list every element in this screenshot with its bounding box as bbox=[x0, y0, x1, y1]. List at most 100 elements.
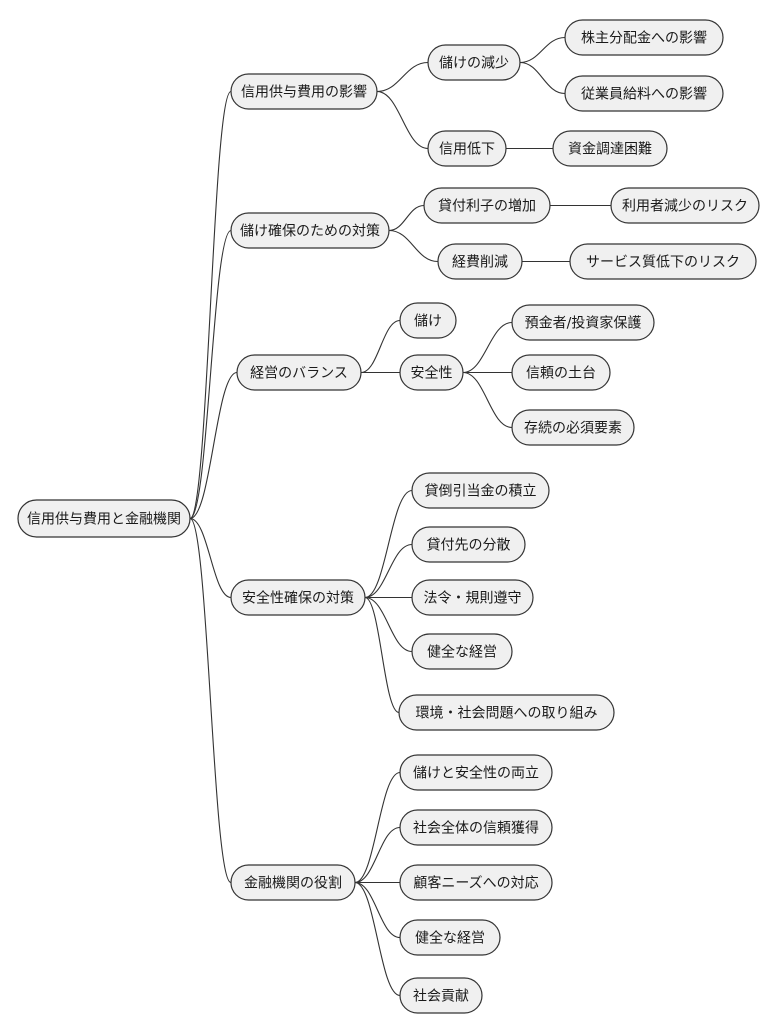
node-shape bbox=[399, 809, 553, 846]
mindmap-edge bbox=[189, 371, 238, 520]
mindmap-node[interactable]: 環境・社会問題への取り組み bbox=[398, 694, 615, 731]
mindmap-edge bbox=[354, 771, 401, 884]
node-label: 環境・社会問題への取り組み bbox=[416, 706, 598, 722]
node-shape bbox=[398, 694, 615, 731]
mindmap-node[interactable]: 信用低下 bbox=[427, 130, 507, 167]
node-shape bbox=[411, 526, 526, 563]
mindmap-node[interactable]: 信頼の土台 bbox=[511, 354, 611, 391]
node-layer: 信用供与費用と金融機関 信用供与費用の影響 儲けの減少 株主分配金への影響従業員給料へ… bbox=[17, 19, 760, 1014]
node-label: 安全性確保の対策 bbox=[242, 590, 354, 607]
mindmap-node[interactable]: 儲けの減少 bbox=[427, 44, 521, 81]
node-label: 信用低下 bbox=[439, 142, 495, 158]
mindmap-edge bbox=[462, 321, 513, 374]
node-shape bbox=[411, 579, 534, 616]
node-shape bbox=[399, 919, 501, 956]
node-label: 信用供与費用と金融機関 bbox=[27, 512, 181, 528]
node-shape bbox=[399, 977, 483, 1014]
node-shape bbox=[423, 187, 551, 224]
node-label: 安全性 bbox=[411, 365, 453, 382]
node-label: 存続の必須要素 bbox=[524, 420, 622, 437]
mindmap-node[interactable]: 健全な経営 bbox=[411, 633, 513, 670]
mindmap-edge bbox=[364, 543, 413, 599]
mindmap-edge bbox=[376, 90, 429, 150]
mindmap-node[interactable]: サービス質低下のリスク bbox=[569, 243, 757, 280]
edge-layer bbox=[189, 36, 612, 997]
mindmap-node[interactable]: 利用者減少のリスク bbox=[610, 187, 760, 224]
node-shape bbox=[610, 187, 760, 224]
mindmap-edge bbox=[189, 517, 232, 884]
node-label: 儲け bbox=[414, 314, 442, 330]
mindmap-node[interactable]: 預金者/投資家保護 bbox=[511, 304, 655, 341]
mindmap-node[interactable]: 信用供与費用の影響 bbox=[230, 73, 378, 110]
node-label: 金融機関の役割 bbox=[244, 875, 342, 892]
node-label: 健全な経営 bbox=[415, 930, 485, 947]
mindmap-node[interactable]: 貸倒引当金の積立 bbox=[411, 472, 550, 509]
mindmap-root-node[interactable]: 信用供与費用と金融機関 bbox=[17, 499, 191, 538]
mindmap-edge bbox=[364, 596, 400, 714]
node-shape bbox=[399, 354, 464, 391]
node-label: 儲け確保のための対策 bbox=[240, 223, 380, 240]
mindmap-node[interactable]: 儲けと安全性の両立 bbox=[399, 754, 553, 791]
mindmap-edge bbox=[354, 826, 401, 884]
mindmap-node[interactable]: 経費削減 bbox=[437, 243, 523, 280]
node-shape bbox=[411, 472, 550, 509]
mindmap-node[interactable]: 顧客ニーズへの対応 bbox=[399, 864, 553, 901]
node-shape bbox=[511, 354, 611, 391]
node-label: 経費削減 bbox=[452, 254, 508, 271]
node-shape bbox=[411, 633, 513, 670]
node-label: 従業員給料への影響 bbox=[581, 86, 707, 103]
mindmap-edge bbox=[376, 61, 429, 93]
mindmap-node[interactable]: 儲け確保のための対策 bbox=[230, 212, 390, 249]
mindmap-node[interactable]: 安全性確保の対策 bbox=[230, 579, 366, 616]
node-label: 健全な経営 bbox=[427, 644, 497, 661]
mindmap-node[interactable]: 健全な経営 bbox=[399, 919, 501, 956]
node-shape bbox=[399, 302, 457, 339]
node-label: 儲けの減少 bbox=[439, 55, 509, 72]
mindmap-node[interactable]: 貸付先の分散 bbox=[411, 526, 526, 563]
mindmap-node[interactable]: 金融機関の役割 bbox=[230, 864, 356, 901]
mindmap-node[interactable]: 存続の必須要素 bbox=[511, 409, 635, 446]
node-label: 儲けと安全性の両立 bbox=[413, 765, 539, 782]
mindmap-node[interactable]: 経営のバランス bbox=[236, 354, 362, 391]
mindmap-edge bbox=[364, 596, 413, 653]
node-label: 株主分配金への影響 bbox=[581, 30, 707, 47]
node-label: 貸付先の分散 bbox=[427, 538, 511, 554]
node-shape bbox=[230, 579, 366, 616]
node-shape bbox=[427, 44, 521, 81]
node-label: サービス質低下のリスク bbox=[586, 255, 740, 271]
mindmap-node[interactable]: 従業員給料への影響 bbox=[564, 75, 724, 112]
mindmap-edge bbox=[519, 36, 566, 64]
mindmap-edge bbox=[388, 229, 439, 263]
node-shape bbox=[399, 864, 553, 901]
mindmap-node[interactable]: 儲け bbox=[399, 302, 457, 339]
node-shape bbox=[569, 243, 757, 280]
mindmap-edge bbox=[364, 489, 413, 599]
mindmap-edge bbox=[189, 229, 232, 520]
mindmap-node[interactable]: 法令・規則遵守 bbox=[411, 579, 534, 616]
node-shape bbox=[230, 212, 390, 249]
node-shape bbox=[236, 354, 362, 391]
mindmap-node[interactable]: 株主分配金への影響 bbox=[564, 19, 724, 56]
mindmap-edge bbox=[388, 204, 425, 232]
node-label: 貸付利子の増加 bbox=[438, 199, 536, 215]
node-label: 信頼の土台 bbox=[526, 366, 596, 382]
mindmap-edge bbox=[360, 319, 401, 374]
mindmap-node[interactable]: 社会全体の信頼獲得 bbox=[399, 809, 553, 846]
node-shape bbox=[427, 130, 507, 167]
mindmap-edge bbox=[189, 517, 232, 599]
node-label: 社会貢献 bbox=[413, 989, 469, 1005]
node-shape bbox=[511, 304, 655, 341]
node-label: 預金者/投資家保護 bbox=[525, 315, 642, 332]
node-label: 法令・規則遵守 bbox=[424, 590, 522, 607]
node-label: 信用供与費用の影響 bbox=[241, 84, 367, 101]
mindmap-node[interactable]: 社会貢献 bbox=[399, 977, 483, 1014]
node-shape bbox=[399, 754, 553, 791]
mindmap-edge bbox=[519, 61, 566, 95]
mindmap-node[interactable]: 貸付利子の増加 bbox=[423, 187, 551, 224]
node-shape bbox=[230, 864, 356, 901]
mindmap-node[interactable]: 安全性 bbox=[399, 354, 464, 391]
mindmap-node[interactable]: 資金調達困難 bbox=[552, 130, 668, 167]
mindmap-edge bbox=[462, 371, 513, 429]
